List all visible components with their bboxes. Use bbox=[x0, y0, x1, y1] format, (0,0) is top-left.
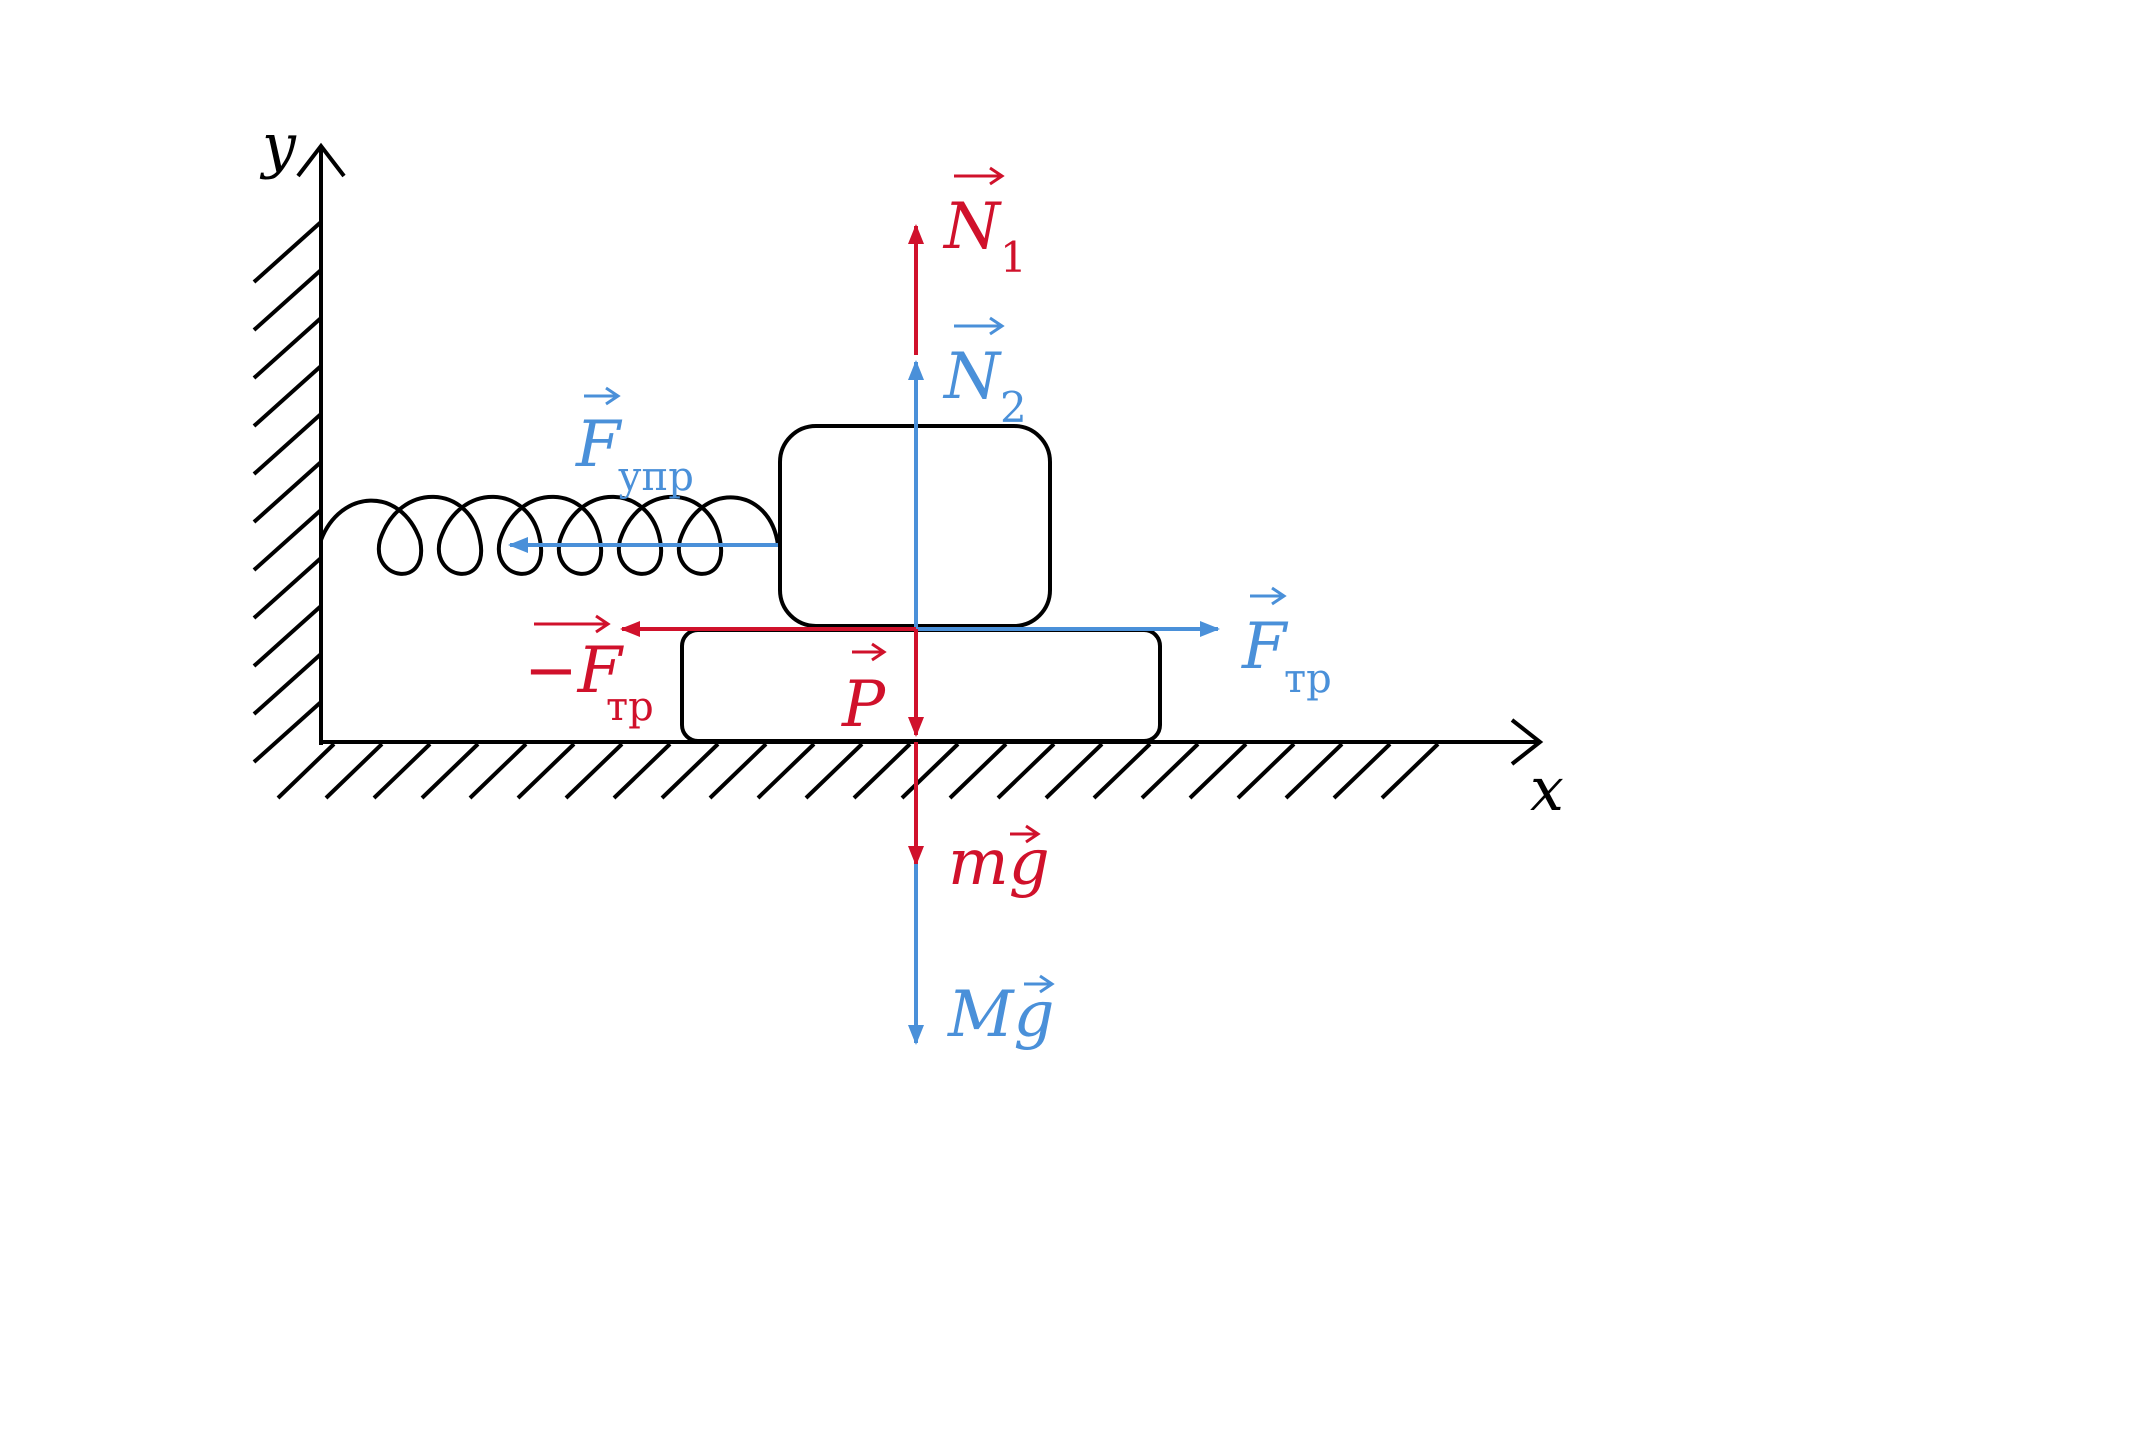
floor-hatch-line bbox=[564, 742, 624, 800]
lower-block bbox=[680, 628, 1162, 743]
spring bbox=[319, 494, 780, 576]
floor-hatch-line bbox=[612, 742, 672, 800]
floor-hatch-line bbox=[948, 742, 1008, 800]
floor-hatch-line bbox=[420, 742, 480, 800]
svg-text:упр: упр bbox=[618, 454, 694, 500]
wall-hatch-line bbox=[252, 460, 323, 524]
svg-text:2: 2 bbox=[1000, 383, 1027, 432]
floor-hatch-line bbox=[900, 742, 960, 800]
wall-hatch-line bbox=[252, 604, 323, 668]
wall-hatch-line bbox=[252, 700, 323, 764]
floor-hatch-line bbox=[660, 742, 720, 800]
n2-label: N 2 bbox=[942, 316, 1027, 432]
svg-text:Mg: Mg bbox=[947, 978, 1055, 1052]
floor-hatch-line bbox=[1188, 742, 1248, 800]
n1-label: N 1 bbox=[942, 166, 1027, 282]
floor-hatch-line bbox=[804, 742, 864, 800]
floor-hatch-line bbox=[996, 742, 1056, 800]
svg-text:N: N bbox=[942, 190, 1002, 264]
Mg-label: Mg bbox=[947, 974, 1055, 1052]
f-upr-label: F упр bbox=[575, 386, 694, 500]
floor-hatch-line bbox=[324, 742, 384, 800]
wall-hatch-line bbox=[252, 556, 323, 620]
floor-hatch-line bbox=[1380, 742, 1440, 800]
floor-hatch-line bbox=[372, 742, 432, 800]
minus-f-tr-label: −F тр bbox=[524, 614, 654, 730]
svg-text:F: F bbox=[1241, 610, 1289, 684]
svg-text:−F: −F bbox=[524, 634, 625, 708]
floor-hatch-line bbox=[276, 742, 336, 800]
wall-hatch-line bbox=[252, 652, 323, 716]
svg-text:тр: тр bbox=[606, 684, 654, 730]
y-axis-label: y bbox=[259, 111, 297, 181]
svg-text:1: 1 bbox=[1000, 233, 1027, 282]
mg-label: mg bbox=[948, 824, 1050, 900]
floor-hatch-line bbox=[1092, 742, 1152, 800]
floor-hatch-line bbox=[516, 742, 576, 800]
floor-hatch-line bbox=[1284, 742, 1344, 800]
wall-hatch-line bbox=[252, 268, 323, 332]
floor-hatch-line bbox=[852, 742, 912, 800]
floor-hatch-line bbox=[756, 742, 816, 800]
svg-text:тр: тр bbox=[1284, 656, 1332, 702]
svg-text:P: P bbox=[841, 668, 886, 742]
wall-hatch-line bbox=[252, 412, 323, 476]
y-axis bbox=[296, 142, 346, 745]
floor-hatch-line bbox=[468, 742, 528, 800]
floor-hatch-line bbox=[1332, 742, 1392, 800]
wall-hatch-line bbox=[252, 220, 323, 284]
svg-text:F: F bbox=[575, 408, 623, 482]
svg-text:mg: mg bbox=[948, 826, 1050, 900]
f-tr-label: F тр bbox=[1241, 586, 1332, 702]
wall-hatch-line bbox=[252, 364, 323, 428]
wall-hatch-line bbox=[252, 508, 323, 572]
floor-hatch-line bbox=[708, 742, 768, 800]
wall-hatching bbox=[252, 220, 323, 764]
p-label: P bbox=[841, 642, 887, 742]
floor-hatch-line bbox=[1140, 742, 1200, 800]
wall-hatch-line bbox=[252, 316, 323, 380]
x-axis-label: x bbox=[1530, 755, 1564, 825]
svg-text:N: N bbox=[942, 340, 1002, 414]
floor-hatching bbox=[276, 742, 1440, 800]
floor-hatch-line bbox=[1236, 742, 1296, 800]
floor-hatch-line bbox=[1044, 742, 1104, 800]
